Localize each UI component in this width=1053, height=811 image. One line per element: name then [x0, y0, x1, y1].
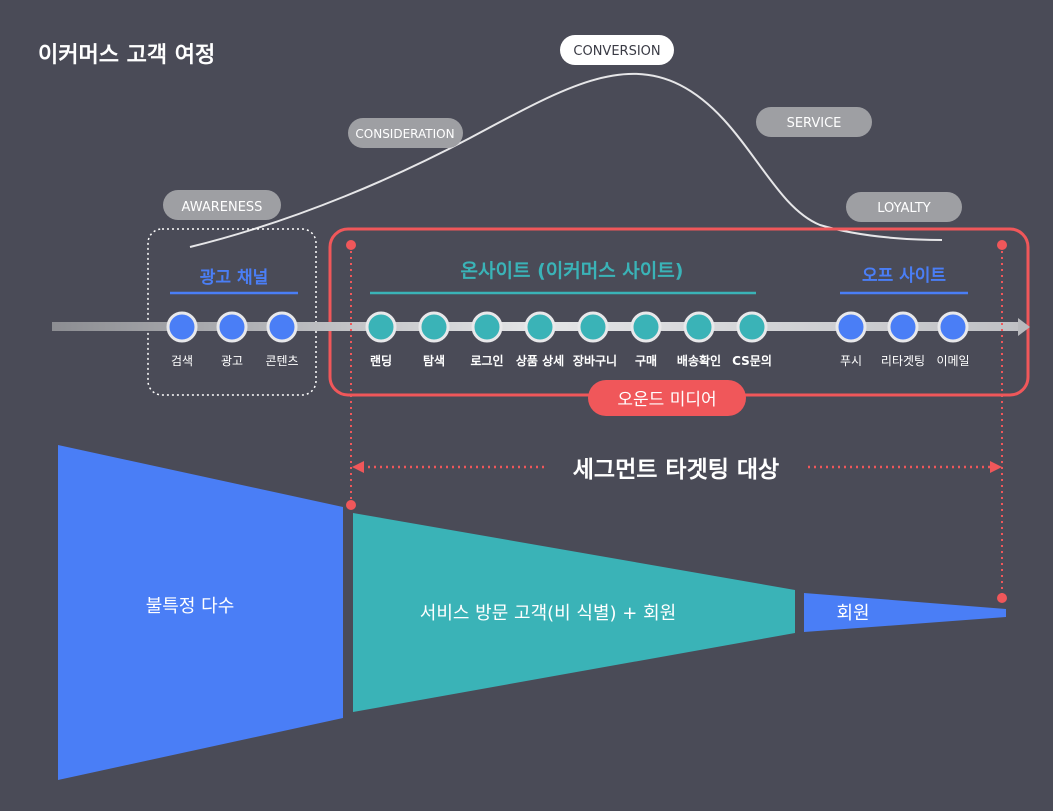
- ad-channel-box: [147, 228, 317, 396]
- segment-marker-right: [997, 240, 1007, 603]
- svg-text:광고: 광고: [221, 354, 243, 368]
- stage-conversion: CONVERSION: [560, 35, 674, 65]
- page-title: 이커머스 고객 여정: [38, 43, 215, 68]
- svg-text:장바구니: 장바구니: [573, 353, 617, 368]
- group-label-offsite: 오프 사이트: [862, 266, 946, 286]
- step-node-search: 검색: [166, 311, 198, 368]
- segment-target-label: 세그먼트 타겟팅 대상: [573, 457, 779, 483]
- svg-text:CONSIDERATION: CONSIDERATION: [355, 127, 454, 141]
- step-node-push: 푸시: [835, 311, 867, 368]
- svg-text:상품 상세: 상품 상세: [516, 353, 564, 368]
- step-node-landing: 랜딩: [365, 311, 397, 368]
- segment-target-span: 세그먼트 타겟팅 대상: [352, 457, 1002, 483]
- stage-awareness: AWARENESS: [163, 190, 281, 220]
- step-node-delivery-check: 배송확인: [677, 311, 721, 368]
- svg-text:리타겟팅: 리타겟팅: [881, 354, 925, 368]
- svg-text:서비스 방문 고객(비 식별) + 회원: 서비스 방문 고객(비 식별) + 회원: [420, 603, 676, 624]
- segment-marker-left: [346, 240, 356, 510]
- funnel-segment-members: 회원: [804, 593, 1006, 632]
- step-node-product-detail: 상품 상세: [516, 311, 564, 368]
- timeline-arrowhead: [1018, 318, 1030, 336]
- svg-text:SERVICE: SERVICE: [787, 116, 842, 131]
- svg-text:탐색: 탐색: [423, 353, 445, 368]
- funnel-segment-anonymous: 불특정 다수: [58, 445, 343, 780]
- step-node-browse: 탐색: [418, 311, 450, 368]
- svg-text:랜딩: 랜딩: [370, 353, 392, 368]
- svg-text:LOYALTY: LOYALTY: [877, 201, 931, 216]
- svg-text:불특정 다수: 불특정 다수: [146, 596, 235, 617]
- step-node-cs-inquiry: CS문의: [732, 311, 772, 368]
- step-node-purchase: 구매: [630, 311, 662, 368]
- step-node-retargeting: 리타겟팅: [881, 311, 925, 368]
- journey-curve: [189, 72, 943, 248]
- svg-text:검색: 검색: [171, 354, 193, 368]
- step-node-content: 콘텐츠: [265, 311, 299, 368]
- step-node-login: 로그인: [470, 311, 504, 368]
- svg-text:AWARENESS: AWARENESS: [182, 200, 263, 215]
- group-label-ad-channel: 광고 채널: [200, 268, 268, 288]
- stage-service: SERVICE: [756, 107, 872, 137]
- stage-consideration: CONSIDERATION: [348, 118, 463, 148]
- step-node-email: 이메일: [936, 311, 970, 368]
- svg-text:오운드 미디어: 오운드 미디어: [617, 390, 716, 410]
- svg-text:이메일: 이메일: [936, 354, 969, 368]
- svg-text:푸시: 푸시: [840, 354, 862, 368]
- stage-loyalty: LOYALTY: [846, 192, 962, 222]
- funnel-segment-visitors-members: 서비스 방문 고객(비 식별) + 회원: [353, 513, 795, 712]
- svg-text:CONVERSION: CONVERSION: [573, 44, 660, 59]
- owned-media-badge: 오운드 미디어: [588, 380, 746, 416]
- svg-text:배송확인: 배송확인: [677, 353, 721, 368]
- svg-text:회원: 회원: [836, 603, 869, 624]
- svg-text:구매: 구매: [635, 353, 657, 368]
- svg-text:콘텐츠: 콘텐츠: [265, 354, 298, 368]
- step-node-ad: 광고: [216, 311, 248, 368]
- step-node-cart: 장바구니: [573, 311, 617, 368]
- group-label-onsite: 온사이트 (이커머스 사이트): [461, 260, 684, 282]
- svg-text:로그인: 로그인: [470, 353, 503, 368]
- svg-text:CS문의: CS문의: [732, 353, 772, 368]
